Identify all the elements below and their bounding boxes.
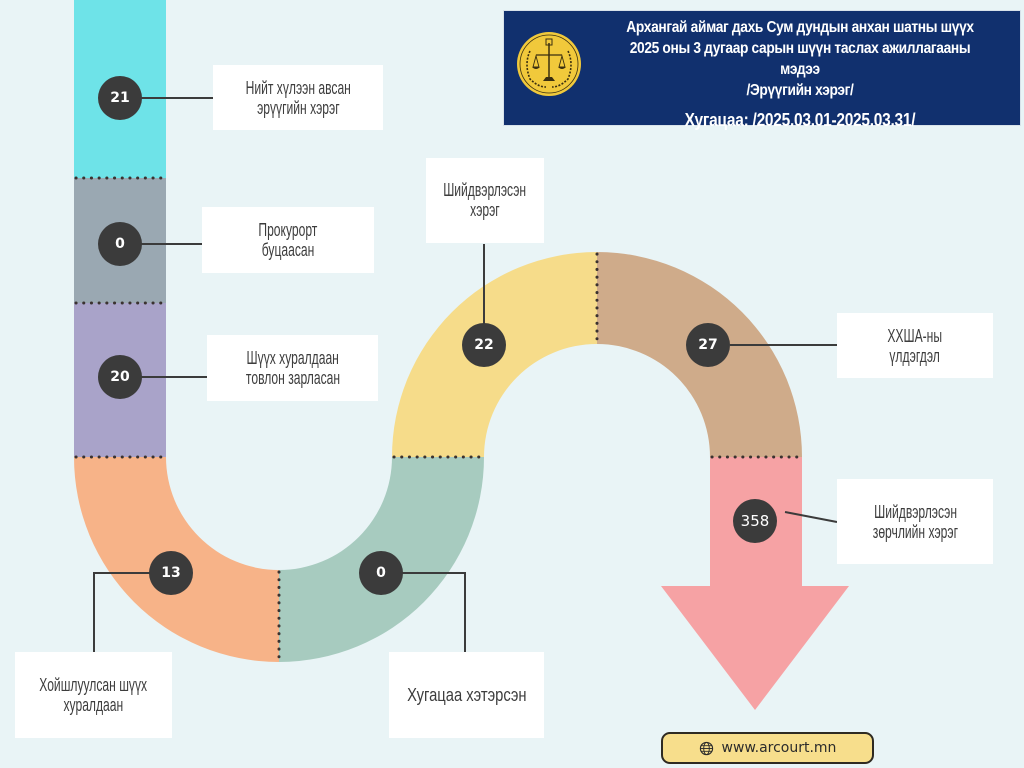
label-line: Прокурорт xyxy=(258,220,318,240)
connector-lines xyxy=(93,97,838,652)
label-line: зөрчлийн хэрэг xyxy=(872,521,958,542)
value-badge-overdue: 0 xyxy=(359,551,403,595)
label-overdue: Хугацаа хэтэрсэн xyxy=(389,652,544,738)
value-badge-returned-to-prosecutor: 0 xyxy=(98,222,142,266)
label-line: ХХША-ны xyxy=(887,325,943,346)
header-title-line2: 2025 оны 3 дугаар сарын шүүн таслах ажил… xyxy=(629,40,971,78)
label-line: хэрэг xyxy=(470,200,500,220)
label-line: эрүүгийн хэрэг xyxy=(256,97,340,118)
label-line: буцаасан xyxy=(261,240,315,260)
header-period: Хугацаа: /2025.03.01-2025.03.31/ xyxy=(684,110,916,130)
website-url: www.arcourt.mn xyxy=(721,740,837,756)
globe-icon xyxy=(699,741,714,756)
website-link[interactable]: www.arcourt.mn xyxy=(661,732,874,764)
report-header: Архангай аймаг дахь Сум дундын анхан шат… xyxy=(503,10,1021,130)
header-title-line3: /Эрүүгийн хэрэг/ xyxy=(746,82,854,99)
value-badge-total-received: 21 xyxy=(98,76,142,120)
label-line: Шүүх хуралдаан xyxy=(246,348,339,368)
label-line: хуралдаан xyxy=(63,695,124,715)
label-line: Хугацаа хэтэрсэн xyxy=(406,685,527,705)
label-line: Шийдвэрлэсэн xyxy=(873,501,957,522)
value-badge-balance: 27 xyxy=(686,323,730,367)
value-badge-resolved-violations: 358 xyxy=(733,499,777,543)
scales-of-justice-emblem-icon xyxy=(517,32,581,96)
value-badge-hearing-scheduled: 20 xyxy=(98,355,142,399)
label-line: Шийдвэрлэсэн xyxy=(443,180,527,200)
segment-resolved-violations-arrow xyxy=(661,457,849,710)
header-title-line1: Архангай аймаг дахь Сум дундын анхан шат… xyxy=(626,19,974,36)
label-line: товлон зарласан xyxy=(245,368,340,388)
label-line: үлдэгдэл xyxy=(889,345,941,366)
label-line: Хойшлуулсан шүүх xyxy=(39,675,148,695)
label-line: Нийт хүлээн авсан xyxy=(245,77,351,98)
segment-dividers xyxy=(74,176,804,664)
value-badge-resolved-cases: 22 xyxy=(462,323,506,367)
value-badge-postponed-hearings: 13 xyxy=(149,551,193,595)
